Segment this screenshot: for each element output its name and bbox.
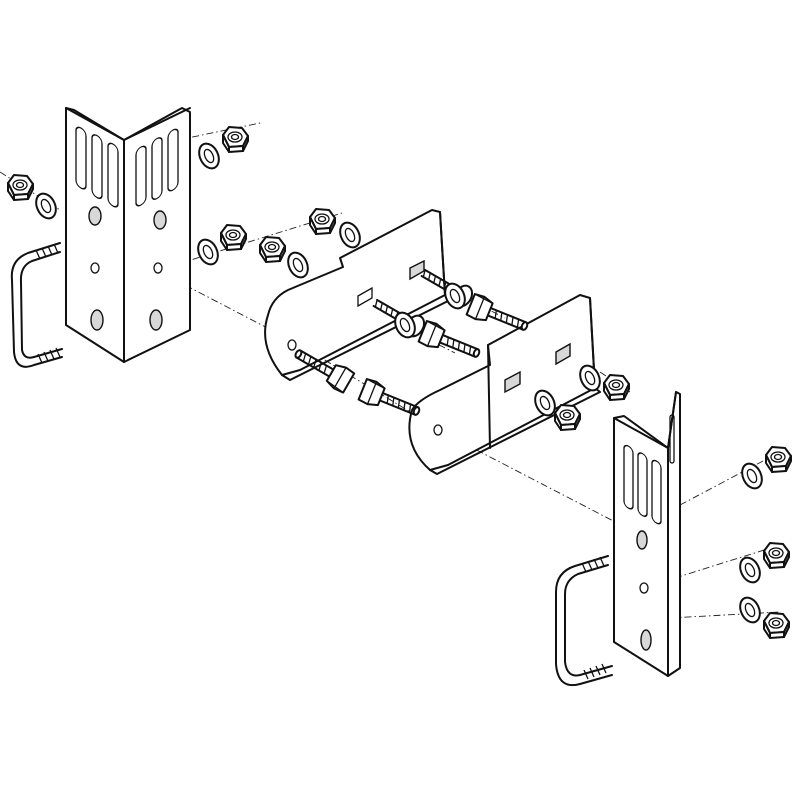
washer [735,553,765,587]
hex-nut [222,126,249,153]
hex-nut [763,612,790,639]
hex-bolt [417,319,485,367]
hex-nut [763,542,790,569]
hex-nut [7,174,34,201]
angle-bracket-left [65,107,191,363]
washer [335,218,365,252]
hex-nut [220,224,247,251]
u-bolt-left [10,242,63,368]
washer [31,189,61,223]
angle-bracket-right [613,391,681,677]
hex-nut [259,236,286,263]
hex-nut [309,208,336,235]
u-bolt-right [555,555,613,686]
washer [194,139,224,173]
slotted-plate-lower [408,294,601,475]
hex-nut [603,374,630,401]
washer [735,593,765,627]
washer [193,235,223,269]
washer [737,459,767,493]
hex-nut [765,446,792,473]
washer [283,248,313,282]
hex-nut [554,404,581,431]
